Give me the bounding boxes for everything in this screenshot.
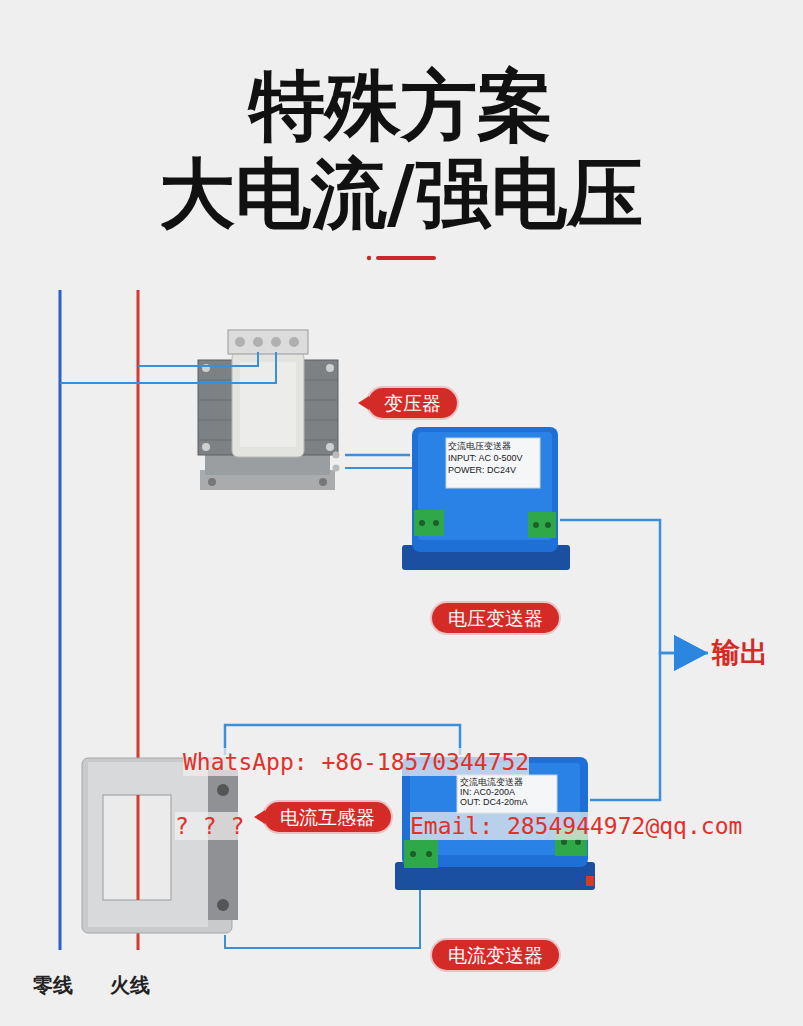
terminal-screw: [333, 465, 340, 472]
device-print: POWER: DC24V: [448, 465, 516, 475]
terminal-screw: [217, 784, 229, 796]
wire: [60, 352, 276, 383]
device-print: OUT: DC4-20mA: [460, 797, 528, 807]
terminal-screw: [217, 899, 229, 911]
ct-terminal-block: [208, 770, 238, 920]
device-print: IN: AC0-200A: [460, 787, 515, 797]
connector: [345, 454, 410, 457]
terminal-screw: [419, 520, 425, 526]
coil-face: [240, 362, 296, 447]
device-node: 电流互感器: [80, 755, 240, 935]
terminal-screw: [333, 452, 340, 459]
ct-face: [88, 762, 208, 927]
wire: [345, 467, 412, 469]
core-bolt: [202, 443, 210, 451]
terminal-screw: [253, 337, 263, 347]
terminal-screw: [545, 522, 551, 528]
core-bolt: [326, 443, 334, 451]
divider: [378, 256, 434, 260]
line-name: 火线: [110, 972, 150, 998]
terminal-screw: [433, 520, 439, 526]
terminal-screw: [235, 337, 245, 347]
device-node: 变压器: [190, 325, 345, 495]
nameplate: [446, 438, 540, 488]
release-tab: [586, 876, 594, 886]
device-print: 交流电压变送器: [448, 441, 511, 451]
core-bolt: [326, 364, 334, 372]
terminal-screw: [289, 337, 299, 347]
bolt-hole: [319, 478, 327, 486]
terminal: [528, 512, 556, 538]
watermark: ? ? ?: [175, 812, 244, 840]
transformer-coil: [232, 352, 304, 457]
callout-pill: 变压器: [368, 388, 457, 418]
terminal: [404, 840, 438, 868]
callout-pill: 电压变送器: [432, 603, 559, 633]
watermark: Email: 2854944972@qq.com: [410, 812, 742, 840]
live-line: [137, 795, 140, 900]
watermark: WhatsApp: +86-18570344752: [183, 748, 529, 776]
terminal-block: [228, 330, 308, 354]
wire: [138, 352, 258, 366]
callout-pill: 电流互感器: [264, 802, 391, 832]
ct-window: [103, 795, 171, 900]
device-node: 交流电压变送器INPUT: AC 0-500VPOWER: DC24V电压变送器: [410, 425, 560, 570]
bolt-hole: [208, 478, 216, 486]
neutral-line: [59, 290, 62, 950]
wire: [225, 890, 420, 948]
terminal-screw: [410, 851, 416, 857]
terminal-screw: [533, 522, 539, 528]
device-print: INPUT: AC 0-500V: [448, 453, 523, 463]
live-line: [137, 290, 140, 950]
device-node: 输出: [708, 634, 772, 672]
terminal-screw: [426, 851, 432, 857]
line-name: 零线: [33, 972, 73, 998]
transmitter-body: [412, 427, 558, 552]
device-print: 交流电流变送器: [460, 777, 523, 787]
diagram-title: 特殊方案 大电流/强电压: [121, 62, 681, 238]
callout-pill: 电流变送器: [432, 940, 559, 970]
terminal: [414, 510, 444, 536]
connector: [560, 520, 708, 653]
transformer-core: [198, 360, 338, 455]
terminal-screw: [271, 337, 281, 347]
output-label: 输出: [708, 634, 772, 672]
connector: [590, 653, 708, 800]
nameplate: [457, 775, 557, 813]
divider-dot: [367, 256, 371, 260]
